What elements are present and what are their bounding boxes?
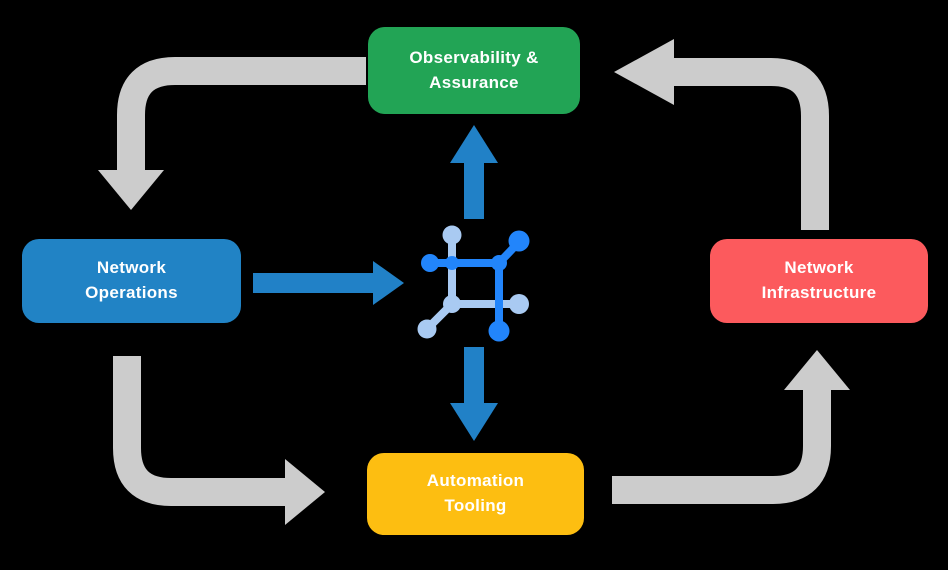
- arrow-head-right-icon: [285, 459, 325, 525]
- arrow-automation-to-infrastructure: [612, 350, 850, 504]
- arrow-observability-to-operations: [98, 57, 366, 210]
- arrow-head-down-icon: [98, 170, 164, 210]
- node-label: Automation Tooling: [426, 471, 525, 515]
- arrow-head-left-icon: [614, 39, 674, 105]
- arrow-head-up-icon: [784, 350, 850, 390]
- network-mesh-icon: [417, 225, 530, 342]
- arrow-head-right-icon: [373, 261, 404, 305]
- node-observability-assurance: Observability & Assurance: [368, 27, 580, 114]
- arrow-infrastructure-to-observability: [614, 39, 829, 230]
- arrow-operations-to-center: [253, 261, 404, 305]
- arrow-head-down-icon: [450, 403, 498, 441]
- node-automation-tooling: Automation Tooling: [367, 453, 584, 535]
- node-label: Network Operations: [85, 258, 178, 302]
- node-label: Network Infrastructure: [761, 258, 877, 302]
- arrow-center-to-automation: [450, 347, 498, 441]
- arrow-center-to-observability: [450, 125, 498, 219]
- node-label: Observability & Assurance: [409, 47, 539, 92]
- arrow-head-up-icon: [450, 125, 498, 163]
- node-network-infrastructure: Network Infrastructure: [710, 239, 928, 323]
- arrow-operations-to-automation: [113, 356, 325, 525]
- node-network-operations: Network Operations: [22, 239, 241, 323]
